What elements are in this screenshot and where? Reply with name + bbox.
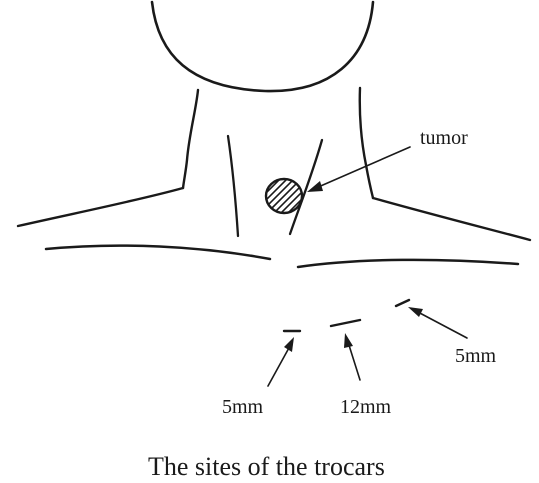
tumor-marker: [256, 168, 308, 228]
right-clavicle-line: [298, 260, 518, 267]
neck-left-line: [183, 90, 198, 188]
tumor-arrow: [307, 147, 410, 192]
trocar-label-right: 5mm: [455, 345, 497, 367]
trocar-label-left: 5mm: [222, 396, 264, 418]
diagram-caption: The sites of the trocars: [148, 452, 385, 481]
right-shoulder-line: [373, 198, 530, 240]
trocar-label-middle: 12mm: [340, 396, 392, 418]
right-trocar-arrow: [408, 307, 467, 338]
left-shoulder-line: [18, 188, 183, 226]
left-trocar-arrow: [268, 337, 294, 386]
neck-right-line: [360, 88, 373, 198]
left-clavicle-line: [46, 246, 270, 259]
middle-trocar-arrow: [344, 333, 360, 380]
head-outline: [152, 2, 373, 91]
trocar-site-middle: [331, 320, 360, 326]
left-scm-line: [228, 136, 238, 236]
trocar-site-right: [396, 300, 409, 306]
tumor-label: tumor: [420, 127, 468, 149]
